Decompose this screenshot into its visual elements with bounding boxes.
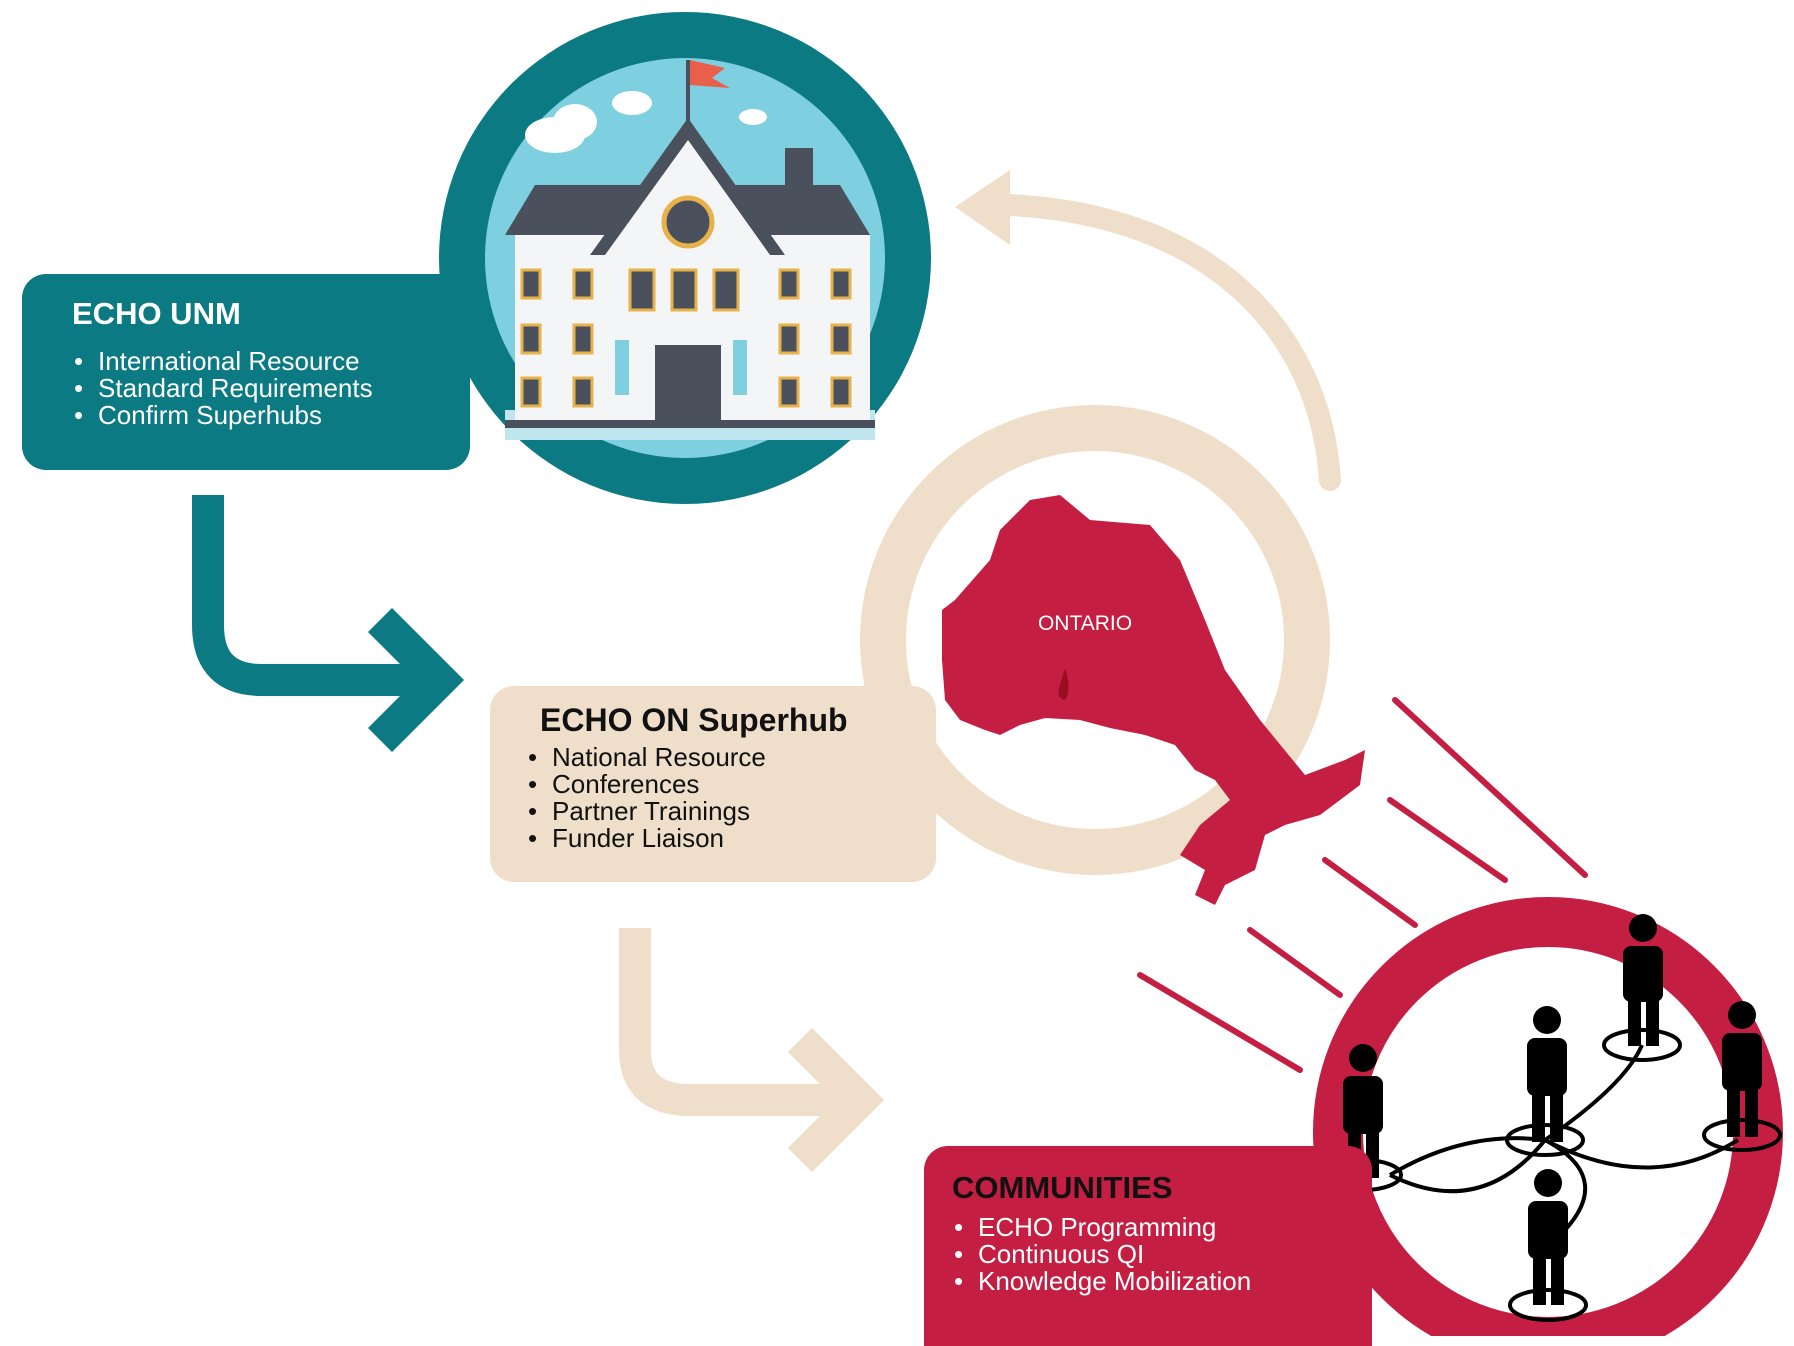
list-item: ECHO Programming: [952, 1214, 1352, 1242]
communities-list: ECHO Programming Continuous QI Knowledge…: [952, 1214, 1352, 1296]
communities-title: COMMUNITIES: [952, 1170, 1173, 1205]
list-item: Partner Trainings: [526, 798, 916, 826]
map-label: ONTARIO: [1038, 612, 1132, 635]
broadcast-lines: [1137, 697, 1588, 1073]
superhub-box: ECHO ON Superhub National Resource Confe…: [490, 686, 936, 882]
echo-unm-title: ECHO UNM: [72, 296, 241, 331]
superhub-list: National Resource Conferences Partner Tr…: [526, 744, 916, 853]
list-item: Standard Requirements: [72, 375, 446, 403]
university-building-icon: [439, 12, 931, 504]
list-item: Conferences: [526, 771, 916, 799]
ontario-map-icon: ONTARIO: [860, 405, 1365, 905]
person-icon: [1528, 1169, 1568, 1305]
person-icon: [1623, 914, 1663, 1046]
list-item: Funder Liaison: [526, 825, 916, 853]
superhub-title: ECHO ON Superhub: [540, 702, 848, 738]
communities-box: COMMUNITIES ECHO Programming Continuous …: [924, 1146, 1372, 1346]
unm-to-superhub-arrow: [192, 495, 465, 753]
list-item: Continuous QI: [952, 1241, 1352, 1269]
echo-unm-box: ECHO UNM International Resource Standard…: [22, 274, 470, 470]
person-icon: [1722, 1001, 1762, 1137]
superhub-to-communities-arrow: [619, 928, 885, 1173]
list-item: Confirm Superhubs: [72, 402, 446, 430]
return-arrow: [955, 170, 1341, 491]
person-icon: [1527, 1006, 1567, 1142]
list-item: International Resource: [72, 348, 446, 376]
person-icon: [1343, 1044, 1383, 1178]
list-item: Knowledge Mobilization: [952, 1268, 1352, 1296]
people-network-icon: [1313, 897, 1783, 1336]
echo-unm-list: International Resource Standard Requirem…: [72, 348, 446, 430]
list-item: National Resource: [526, 744, 916, 772]
